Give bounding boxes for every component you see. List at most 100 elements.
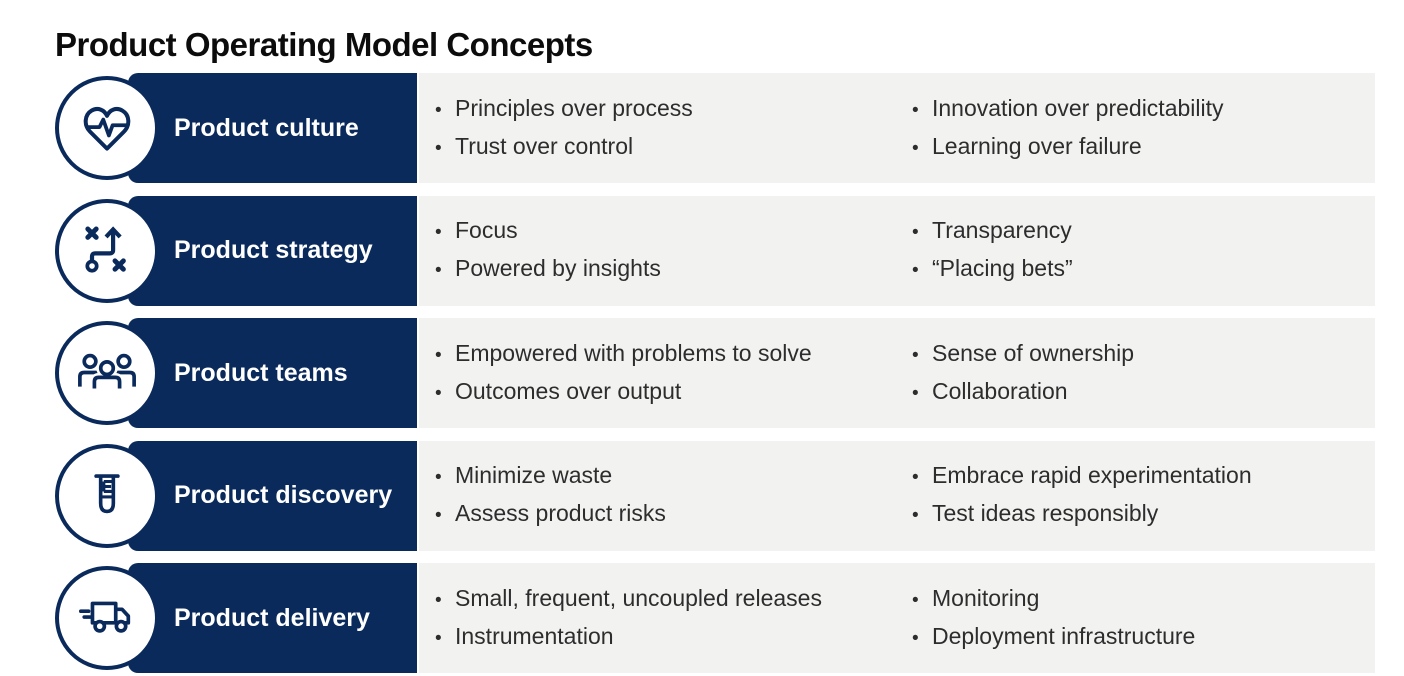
bullet-dot: •	[435, 505, 442, 526]
bullet-dot: •	[912, 505, 919, 526]
concept-row-delivery: Product delivery • Small, frequent, uncou…	[55, 563, 1375, 673]
bullet-column-left: • Principles over process • Trust over cont…	[419, 92, 912, 165]
bullet-text: “Placing bets”	[932, 255, 1073, 281]
bullet-item: • Embrace rapid experimentation	[912, 459, 1367, 494]
bullet-dot: •	[912, 137, 919, 159]
bullet-column-right: •Monitoring • Deployment infrastructure	[912, 582, 1375, 655]
bullet-dot: •	[435, 99, 442, 121]
bullet-item: • Deployment infrastructure	[912, 620, 1367, 655]
bullet-dot: •	[912, 260, 919, 281]
icon-circle	[55, 198, 159, 303]
bullet-item: •Monitoring	[912, 582, 1367, 617]
concept-row-discovery: Product discovery •Minimize waste•Assess…	[55, 440, 1375, 551]
bullet-dot: •	[435, 137, 442, 159]
row-label: Product teams	[174, 358, 348, 387]
bullet-item: •Minimize waste	[435, 459, 912, 494]
row-label-bar: Product discovery	[128, 440, 417, 551]
bullet-text: Trust over control	[455, 132, 634, 159]
bullet-item: • Learning over failure	[912, 130, 1367, 165]
bullet-dot: •	[912, 467, 919, 488]
bullet-column-left: • Small, frequent, uncoupled releases • Ins…	[419, 582, 912, 655]
concept-rows: Product culture • Principles over process…	[55, 73, 1375, 673]
bullet-column-left: •Minimize waste • Assess product risks	[419, 459, 912, 532]
row-content-panel: •Minimize waste•Assess product risks •Em…	[419, 440, 1375, 551]
bullet-column-right: • Transparency • “Placing bets”	[912, 214, 1375, 287]
bullet-item: • Innovation over predictability	[912, 92, 1367, 127]
bullet-dot: •	[912, 222, 919, 243]
row-label: Product delivery	[174, 603, 370, 632]
bullet-text: Principles over process	[455, 94, 693, 121]
bullet-dot: •	[912, 99, 919, 121]
bullet-text: Assess product risks	[455, 500, 666, 526]
bullet-text: Monitoring	[932, 584, 1040, 611]
row-label: Product strategy	[174, 236, 373, 264]
page-title: Product Operating Model Concepts	[55, 26, 593, 64]
row-content-panel: • Principles over process • Trust over cont…	[419, 73, 1375, 183]
bullet-dot: •	[912, 344, 919, 366]
delivery-truck-icon	[76, 587, 138, 649]
bullet-item: • Focus	[435, 214, 912, 249]
bullet-dot: •	[435, 260, 442, 281]
row-content-panel: • Focus • Powered by insights • Transparency…	[419, 195, 1375, 306]
bullet-text: Learning over failure	[932, 132, 1142, 159]
bullet-item: • Sense of ownership	[912, 337, 1367, 372]
bullet-text: Embrace rapid experimentation	[932, 462, 1252, 488]
bullet-column-left: • Empowered with problems to solve • Outcom…	[419, 337, 912, 410]
bullet-item: • Powered by insights	[435, 252, 912, 287]
bullet-item: • Instrumentation	[435, 620, 912, 655]
bullet-column-left: • Focus • Powered by insights	[419, 214, 912, 287]
bullet-dot: •	[912, 382, 919, 404]
bullet-item: • Collaboration	[912, 375, 1367, 410]
bullet-text: Empowered with problems to solve	[455, 339, 812, 366]
team-icon	[76, 342, 138, 404]
bullet-column-right: • Embrace rapid experimentation •Test idea…	[912, 459, 1375, 532]
bullet-text: Deployment infrastructure	[932, 622, 1196, 649]
bullet-item: • Empowered with problems to solve	[435, 337, 912, 372]
bullet-item: • Principles over process	[435, 92, 912, 127]
bullet-text: Sense of ownership	[932, 339, 1135, 366]
row-content-panel: • Empowered with problems to solve • Outcom…	[419, 318, 1375, 428]
icon-circle	[55, 76, 159, 180]
strategy-icon	[77, 221, 137, 281]
bullet-text: Minimize waste	[455, 462, 613, 488]
bullet-item: • Small, frequent, uncoupled releases	[435, 582, 912, 617]
bullet-item: • Trust over control	[435, 130, 912, 165]
bullet-dot: •	[912, 627, 919, 649]
bullet-text: Powered by insights	[455, 255, 661, 281]
concept-row-strategy: Product strategy • Focus • Powered by insig…	[55, 195, 1375, 306]
icon-circle	[55, 443, 159, 548]
bullet-item: • “Placing bets”	[912, 252, 1367, 287]
bullet-column-right: • Innovation over predictability • Learning…	[912, 92, 1375, 165]
bullet-text: Transparency	[932, 217, 1072, 243]
row-label: Product culture	[174, 113, 359, 142]
row-content-panel: • Small, frequent, uncoupled releases • Ins…	[419, 563, 1375, 673]
bullet-column-right: • Sense of ownership • Collaboration	[912, 337, 1375, 410]
bullet-dot: •	[435, 344, 442, 366]
concept-row-culture: Product culture • Principles over process…	[55, 73, 1375, 183]
row-label-bar: Product culture	[128, 73, 417, 183]
icon-circle	[55, 566, 159, 670]
bullet-text: Outcomes over output	[455, 377, 682, 404]
icon-circle	[55, 321, 159, 425]
bullet-dot: •	[435, 222, 442, 243]
concept-row-teams: Product teams • Empowered with problems t…	[55, 318, 1375, 428]
bullet-dot: •	[435, 627, 442, 649]
bullet-text: Small, frequent, uncoupled releases	[455, 584, 822, 611]
bullet-item: • Outcomes over output	[435, 375, 912, 410]
bullet-item: • Assess product risks	[435, 497, 912, 532]
bullet-text: Collaboration	[932, 377, 1068, 404]
row-label: Product discovery	[174, 481, 393, 509]
bullet-item: •Test ideas responsibly	[912, 497, 1367, 532]
bullet-dot: •	[435, 589, 442, 611]
bullet-item: • Transparency	[912, 214, 1367, 249]
heart-pulse-icon	[77, 98, 137, 158]
bullet-dot: •	[435, 382, 442, 404]
bullet-text: Instrumentation	[455, 622, 614, 649]
row-label-bar: Product strategy	[128, 195, 417, 306]
test-tube-icon	[78, 467, 136, 525]
bullet-text: Innovation over predictability	[932, 94, 1224, 121]
row-label-bar: Product delivery	[128, 563, 417, 673]
row-label-bar: Product teams	[128, 318, 417, 428]
bullet-text: Focus	[455, 217, 518, 243]
